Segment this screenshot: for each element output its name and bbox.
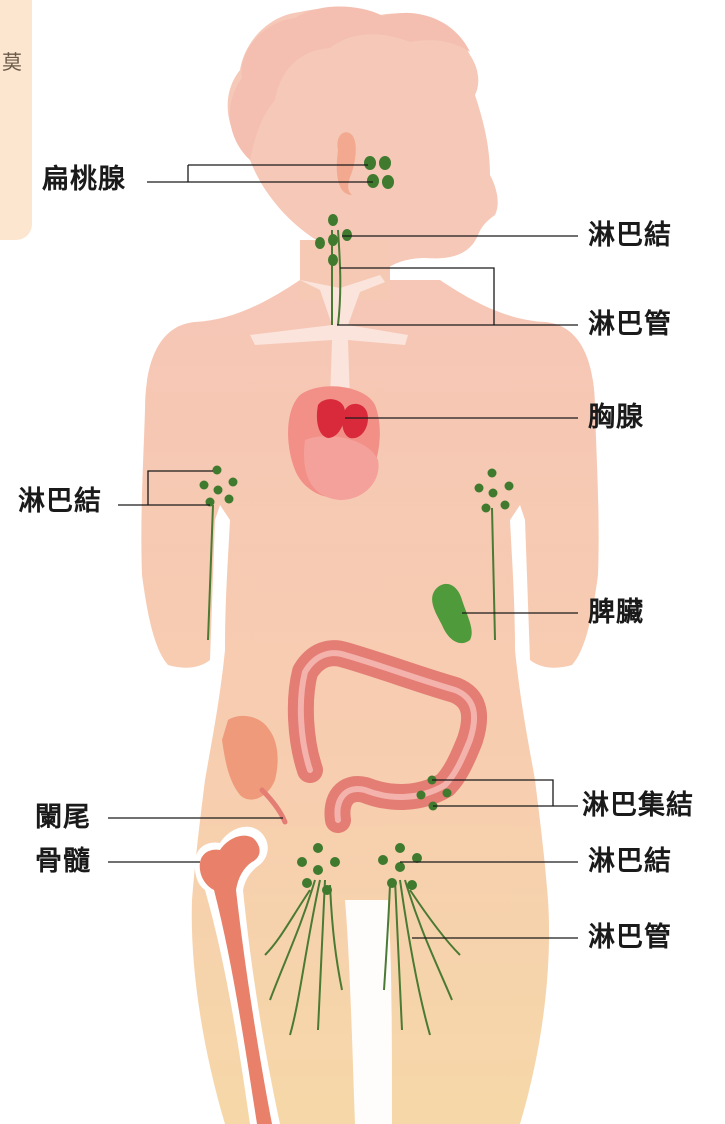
label-thymus: 胸腺 xyxy=(588,404,644,431)
label-appendix: 闌尾 xyxy=(35,804,91,831)
label-peyers-patches: 淋巴集結 xyxy=(582,792,694,819)
label-lymph-vessel-lower: 淋巴管 xyxy=(588,924,672,951)
label-lymph-node-neck: 淋巴結 xyxy=(588,222,672,249)
label-bone-marrow: 骨髓 xyxy=(35,848,91,875)
label-lymph-node-armpit: 淋巴結 xyxy=(18,488,102,515)
label-spleen: 脾臟 xyxy=(588,599,644,626)
label-tonsil: 扁桃腺 xyxy=(42,166,126,193)
label-lymph-vessel-upper: 淋巴管 xyxy=(588,311,672,338)
label-lymph-node-groin: 淋巴結 xyxy=(588,848,672,875)
